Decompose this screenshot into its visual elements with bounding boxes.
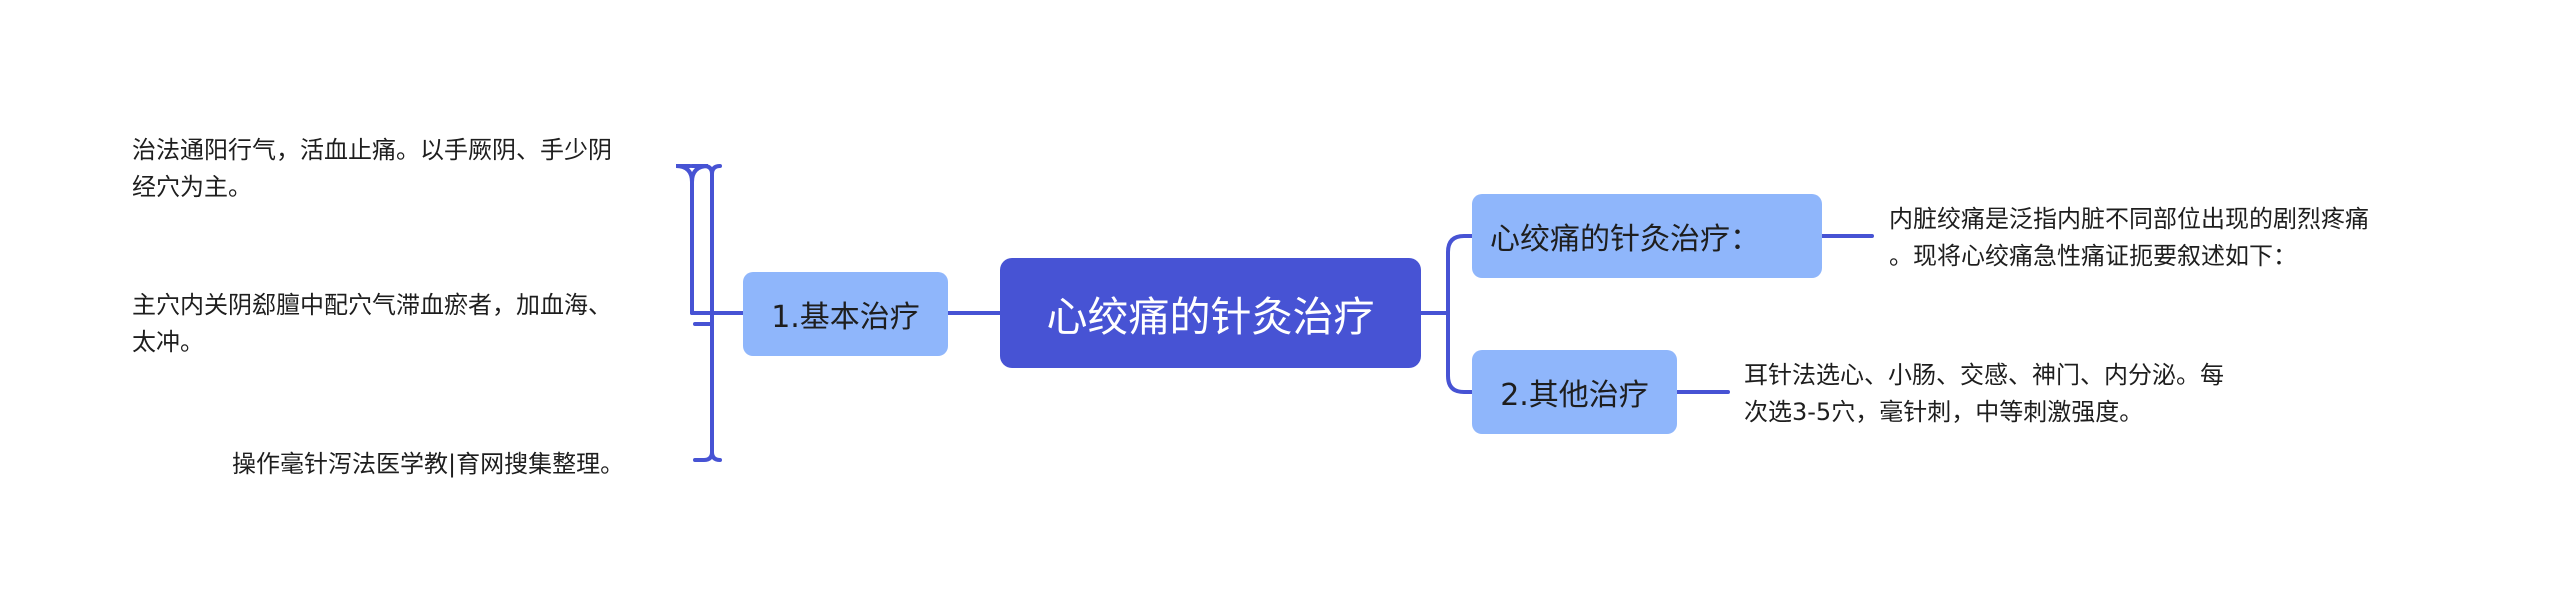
leaf-treatment-principle[interactable]: 治法通阳行气，活血止痛。以手厥阴、手少阴 经穴为主。 bbox=[132, 132, 612, 206]
leaf-operation[interactable]: 操作毫针泻法医学教|育网搜集整理。 bbox=[232, 446, 624, 483]
leaf-line: 主穴内关阴郄膻中配穴气滞血瘀者，加血海、 bbox=[132, 291, 612, 319]
connector-left-leaf1 bbox=[693, 164, 714, 176]
leaf-line: 内脏绞痛是泛指内脏不同部位出现的剧烈疼痛 bbox=[1889, 205, 2369, 233]
branch-other-treatment-label: 2.其他治疗 bbox=[1500, 378, 1649, 413]
branch-basic-treatment[interactable]: 1.基本治疗 bbox=[743, 272, 948, 356]
leaf-ear-acupuncture[interactable]: 耳针法选心、小肠、交感、神门、内分泌。每 次选3-5穴，毫针刺，中等刺激强度。 bbox=[1744, 357, 2224, 431]
leaf-line: 。现将心绞痛急性痛证扼要叙述如下： bbox=[1889, 242, 2297, 270]
connector-left-leaf3 bbox=[693, 450, 714, 462]
branch-basic-treatment-label: 1.基本治疗 bbox=[771, 300, 920, 335]
root-label: 心绞痛的针灸治疗 bbox=[1046, 293, 1375, 341]
leaf-line: 操作毫针泻法医学教|育网搜集整理。 bbox=[232, 450, 625, 478]
connector-right-fork bbox=[1446, 234, 1474, 394]
leaf-line: 耳针法选心、小肠、交感、神门、内分泌。每 bbox=[1744, 361, 2224, 389]
leaf-line: 治法通阳行气，活血止痛。以手厥阴、手少阴 bbox=[132, 136, 612, 164]
branch-other-treatment[interactable]: 2.其他治疗 bbox=[1472, 350, 1677, 434]
leaf-line: 太冲。 bbox=[132, 328, 204, 356]
connector-left-bracket-main bbox=[710, 164, 722, 462]
branch-angina-acupuncture-label: 心绞痛的针灸治疗： bbox=[1490, 222, 1760, 257]
leaf-line: 次选3-5穴，毫针刺，中等刺激强度。 bbox=[1744, 398, 2144, 426]
connector-left-bracket-top bbox=[675, 164, 709, 315]
leaf-main-points[interactable]: 主穴内关阴郄膻中配穴气滞血瘀者，加血海、 太冲。 bbox=[132, 287, 612, 361]
branch-angina-acupuncture[interactable]: 心绞痛的针灸治疗： bbox=[1472, 194, 1822, 278]
leaf-line: 经穴为主。 bbox=[132, 173, 252, 201]
leaf-visceral-pain[interactable]: 内脏绞痛是泛指内脏不同部位出现的剧烈疼痛 。现将心绞痛急性痛证扼要叙述如下： bbox=[1889, 201, 2369, 275]
root-node[interactable]: 心绞痛的针灸治疗 bbox=[1000, 258, 1421, 368]
